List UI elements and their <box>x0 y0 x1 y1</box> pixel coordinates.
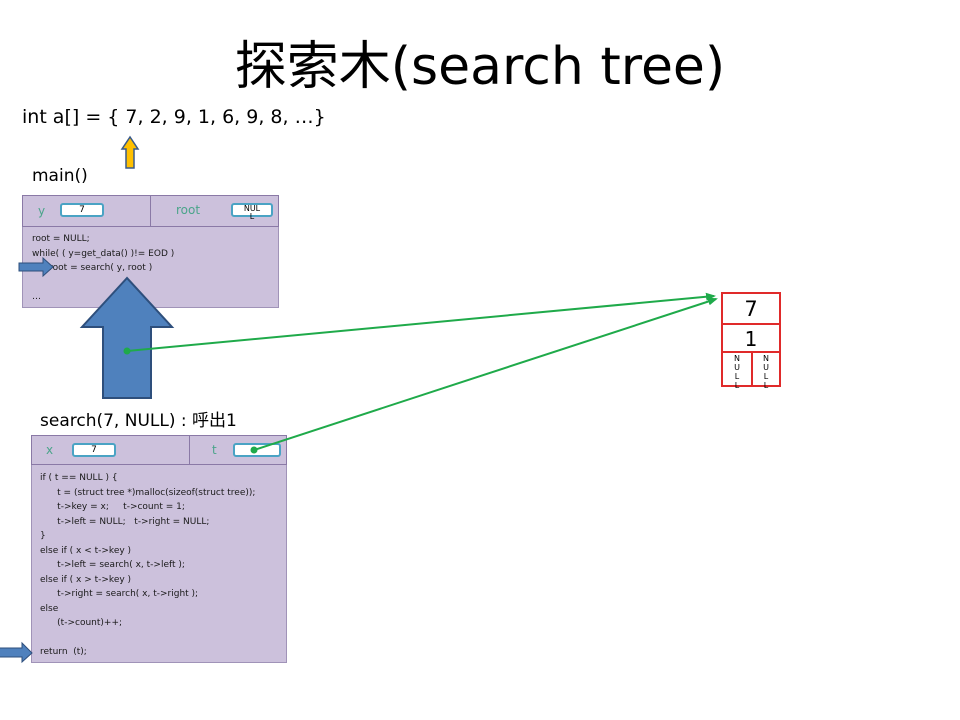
var-y-value: 7 <box>60 203 104 217</box>
main-frame-label: main() <box>32 166 88 186</box>
pointer-line-t <box>253 297 718 451</box>
var-root-name: root <box>176 203 201 217</box>
search-stack-frame <box>31 435 287 663</box>
var-y-name: y <box>38 204 46 218</box>
array-declaration: int a[] = { 7, 2, 9, 1, 6, 9, 8, …} <box>22 106 326 128</box>
right-arrow-icon <box>18 256 54 278</box>
var-x-name: x <box>46 443 54 457</box>
search-code: if ( t == NULL ) { t = (struct tree *)ma… <box>40 473 256 657</box>
large-up-arrow-icon <box>79 276 175 399</box>
var-root-value: NUL L <box>231 203 273 221</box>
node-left: N U L L <box>721 351 753 390</box>
pointer-origin-t <box>250 446 258 454</box>
return-arrow-icon <box>0 641 33 664</box>
up-arrow-icon <box>120 135 140 169</box>
node-right: N U L L <box>751 351 781 390</box>
search-frame-label: search(7, NULL) : 呼出1 <box>40 411 237 431</box>
pointer-line-root <box>126 292 716 352</box>
main-code: root = NULL; while( ( y=get_data() )!= E… <box>32 234 175 302</box>
var-t-name: t <box>212 443 217 457</box>
var-x-value: 7 <box>72 443 116 457</box>
pointer-origin-root <box>123 347 131 355</box>
page-title: 探索木(search tree) <box>234 37 726 97</box>
